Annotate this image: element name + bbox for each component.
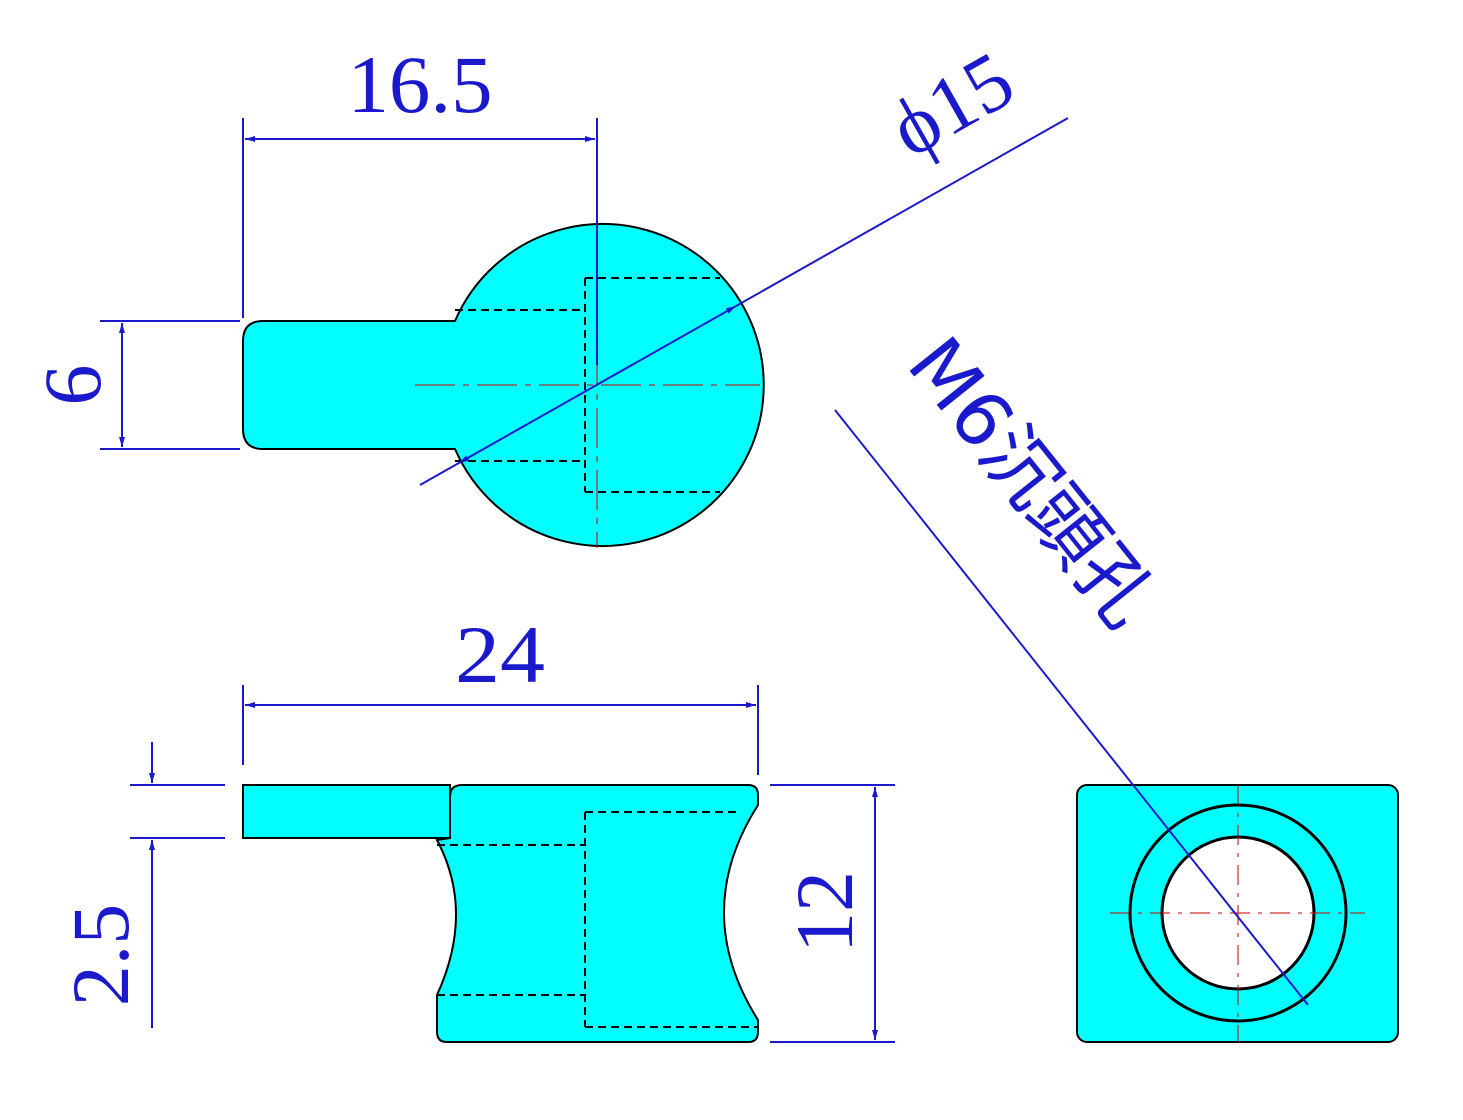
dimension-24 — [242, 685, 759, 775]
front-hidden-lines — [437, 811, 757, 1028]
dimension-6 — [100, 320, 240, 450]
top-view: 16.5 6 ϕ15 — [27, 34, 1069, 548]
dim-12-label: 12 — [779, 871, 870, 953]
side-center-lines — [1110, 785, 1365, 1042]
dim-2-5-label: 2.5 — [55, 904, 146, 1007]
front-plate — [242, 784, 451, 839]
front-body — [435, 784, 759, 1043]
dim-16-5-label: 16.5 — [348, 39, 493, 130]
hole-note-label: M6沉頭孔 — [891, 321, 1174, 644]
dim-6-label: 6 — [27, 365, 118, 406]
side-view: M6沉頭孔 — [834, 321, 1399, 1043]
front-view: 24 12 2.5 — [55, 609, 895, 1043]
dimension-2-5 — [130, 742, 225, 1028]
hole-note-leader — [834, 409, 1309, 1006]
dim-24-label: 24 — [455, 609, 545, 700]
dimension-diameter-15 — [419, 117, 1069, 486]
dimension-12 — [770, 784, 895, 1043]
